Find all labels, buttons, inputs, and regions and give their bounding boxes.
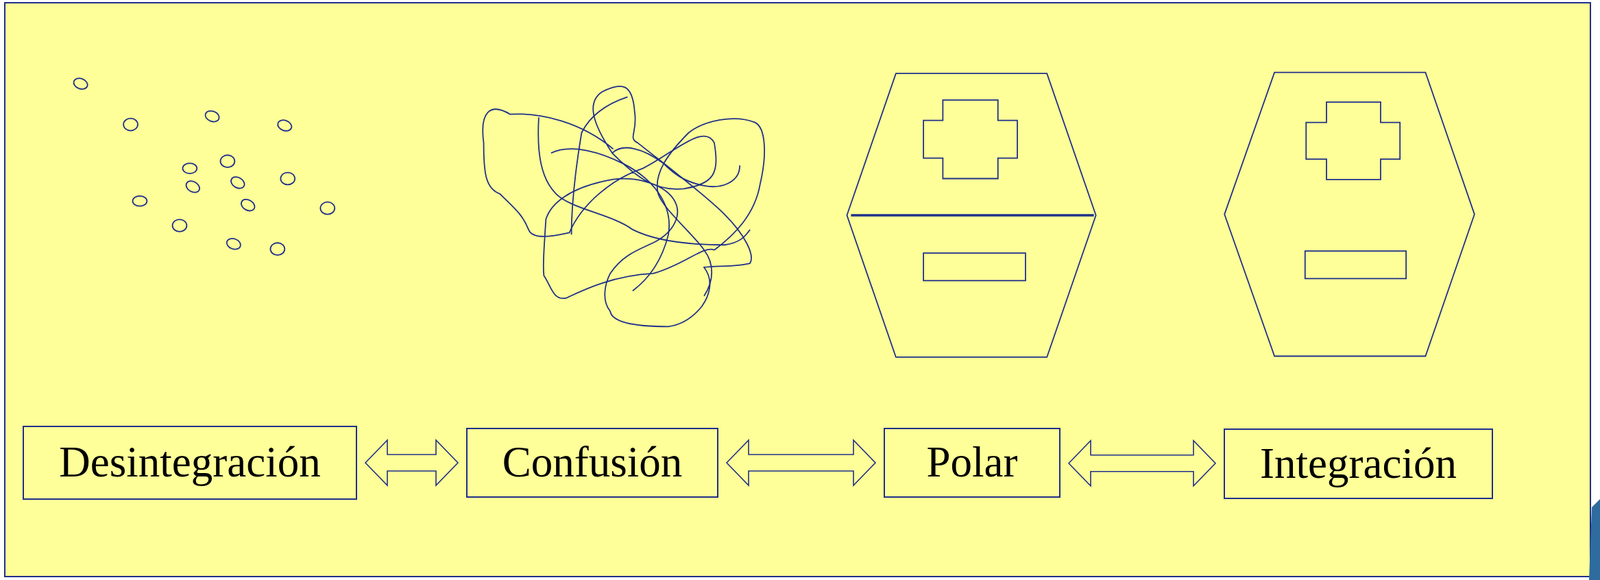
dot bbox=[172, 219, 188, 232]
minus-symbol bbox=[923, 252, 1026, 281]
stage-label: Integración bbox=[1259, 440, 1457, 488]
stage-label: Desintegración bbox=[58, 438, 321, 487]
hexagon-outline bbox=[1224, 72, 1475, 357]
stage-box: Confusión bbox=[466, 427, 719, 498]
double-arrow bbox=[365, 440, 458, 486]
scribble-line bbox=[551, 148, 670, 291]
plus-symbol bbox=[1305, 102, 1400, 180]
dot bbox=[203, 108, 221, 124]
dot bbox=[132, 196, 148, 207]
stage-label: Polar bbox=[926, 438, 1018, 487]
scribble-line bbox=[612, 148, 740, 188]
divider-line bbox=[850, 213, 1094, 217]
stage-box: Polar bbox=[883, 427, 1061, 498]
drawings bbox=[71, 72, 1475, 358]
stage-box: Desintegración bbox=[22, 425, 358, 500]
double-arrow bbox=[1068, 440, 1216, 487]
dot bbox=[123, 118, 138, 131]
minus-symbol bbox=[1305, 250, 1406, 279]
dot bbox=[225, 236, 243, 251]
dot bbox=[220, 154, 236, 168]
dot bbox=[320, 202, 335, 215]
double-arrow bbox=[726, 440, 876, 486]
integration-hexagon bbox=[1224, 72, 1475, 357]
dot bbox=[276, 118, 294, 133]
corner-decoration bbox=[1589, 499, 1600, 580]
dot bbox=[239, 197, 257, 214]
scribble bbox=[482, 86, 765, 327]
scribble-line bbox=[657, 118, 765, 296]
background-panel bbox=[4, 2, 1591, 577]
dot bbox=[71, 76, 90, 91]
dot bbox=[184, 178, 202, 195]
polar-hexagon bbox=[846, 73, 1096, 358]
dot bbox=[228, 174, 247, 191]
scribble-line bbox=[571, 96, 628, 235]
scattered-dots bbox=[71, 76, 335, 256]
stage-box: Integración bbox=[1223, 428, 1494, 500]
dot bbox=[280, 172, 295, 186]
dot bbox=[270, 242, 285, 256]
hexagon-outline bbox=[846, 73, 1096, 358]
dot bbox=[182, 163, 197, 174]
stage-label: Confusión bbox=[502, 438, 683, 487]
scribble-line bbox=[538, 117, 750, 245]
plus-symbol bbox=[923, 100, 1018, 179]
